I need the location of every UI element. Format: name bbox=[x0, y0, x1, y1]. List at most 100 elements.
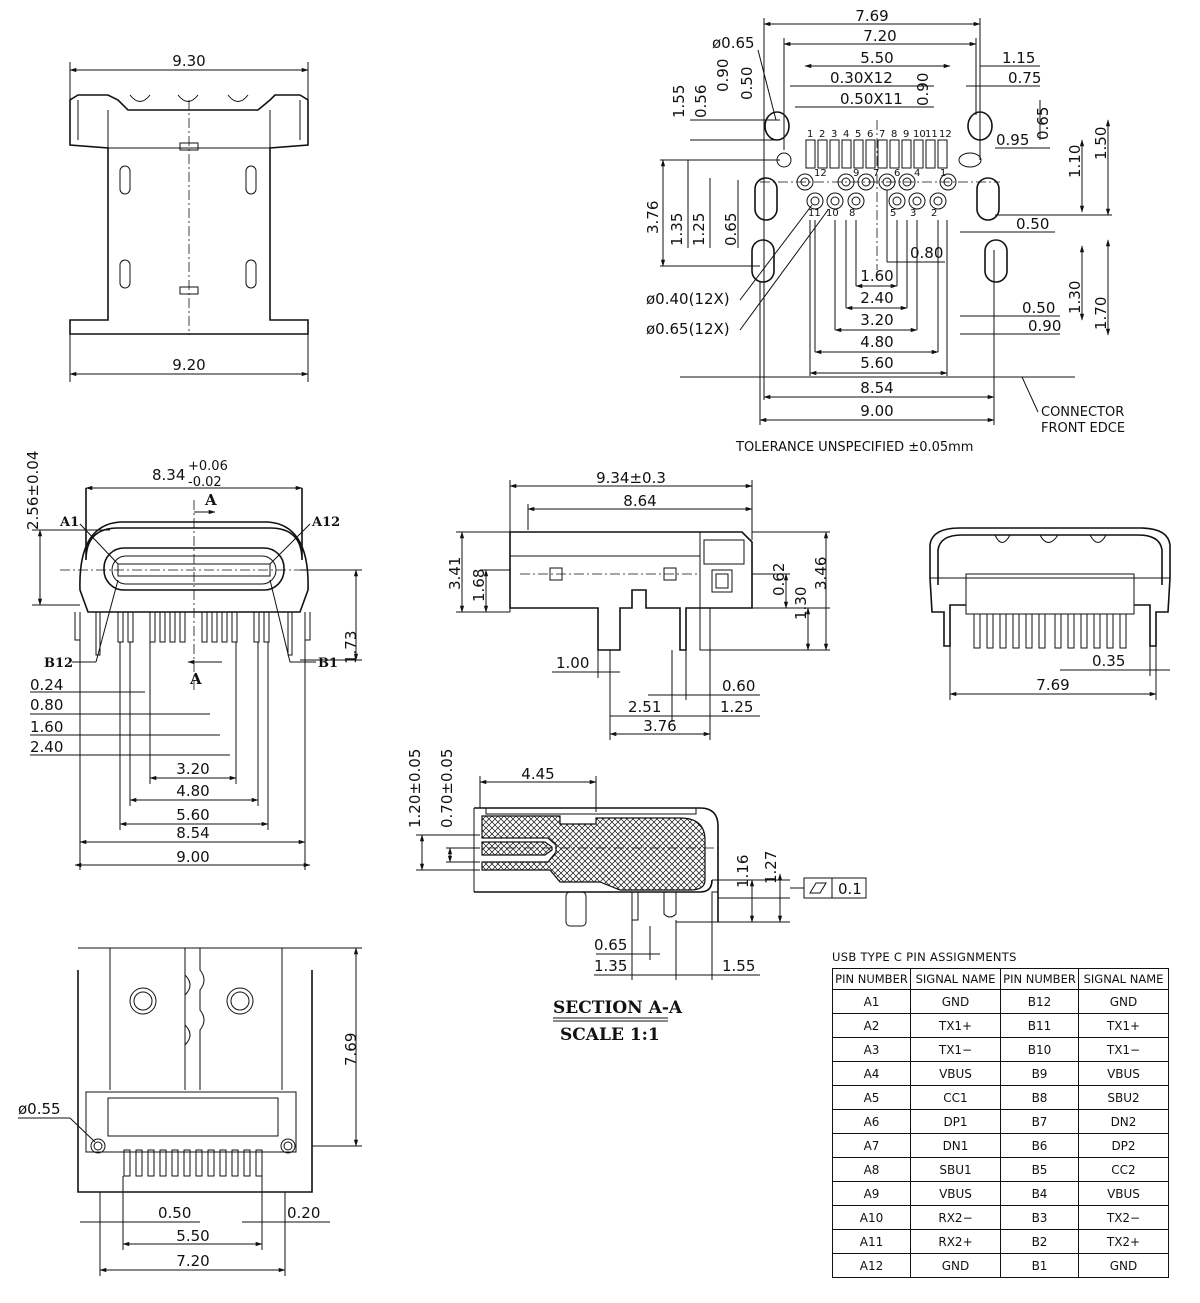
fp-dim-050x11: 0.50X11 bbox=[840, 90, 903, 108]
table-cell: VBUS bbox=[1078, 1181, 1169, 1206]
front-width: 8.34 bbox=[152, 466, 185, 484]
width-top-label: 9.30 bbox=[172, 52, 205, 70]
side-dim-060: 0.60 bbox=[722, 677, 755, 695]
table-cell: DP2 bbox=[1078, 1133, 1169, 1158]
side-dim-864: 8.64 bbox=[623, 492, 656, 510]
pad-num-8: 8 bbox=[891, 129, 897, 140]
table-cell: SBU1 bbox=[910, 1157, 1001, 1182]
fp-dim-150: 1.50 bbox=[1092, 127, 1110, 160]
hole-num-8: 8 bbox=[849, 208, 855, 219]
fp-dim-050-b: 0.50 bbox=[1022, 299, 1055, 317]
section-scale: SCALE 1:1 bbox=[560, 1025, 660, 1045]
rear-dim-035: 0.35 bbox=[1092, 652, 1125, 670]
table-cell: B4 bbox=[1000, 1181, 1079, 1206]
pad-num-4: 4 bbox=[843, 129, 849, 140]
table-cell: A8 bbox=[832, 1157, 911, 1182]
pad-num-10: 10 bbox=[913, 129, 926, 140]
fp-dim-720: 7.20 bbox=[863, 27, 896, 45]
pin-label-b1: B1 bbox=[318, 656, 338, 671]
fp-dim-065-l: 0.65 bbox=[722, 213, 740, 246]
fp-dim-155: 1.55 bbox=[670, 85, 688, 118]
front-dim-560: 5.60 bbox=[176, 806, 209, 824]
table-cell: SBU2 bbox=[1078, 1085, 1169, 1110]
sec-dim-070: 0.70±0.05 bbox=[438, 749, 456, 828]
hole-num-10: 10 bbox=[826, 208, 839, 219]
table-cell: RX2− bbox=[910, 1205, 1001, 1230]
fp-dim-560: 5.60 bbox=[860, 354, 893, 372]
table-cell: DN1 bbox=[910, 1133, 1001, 1158]
side-dim-251: 2.51 bbox=[628, 698, 661, 716]
connector-label-2: FRONT EDCE bbox=[1041, 421, 1125, 436]
fp-dim-095: 0.95 bbox=[996, 131, 1029, 149]
side-dim-062: 0.62 bbox=[770, 563, 788, 596]
table-cell: RX2+ bbox=[910, 1229, 1001, 1254]
fp-dim-240: 2.40 bbox=[860, 289, 893, 307]
table-cell: B7 bbox=[1000, 1109, 1079, 1134]
sec-dim-127: 1.27 bbox=[762, 851, 780, 884]
fp-dim-769: 7.69 bbox=[855, 7, 888, 25]
table-cell: B3 bbox=[1000, 1205, 1079, 1230]
front-view: 8.34 +0.06 -0.02 2.56±0.04 A 1.73 bbox=[24, 451, 362, 870]
table-cell: A10 bbox=[832, 1205, 911, 1230]
table-cell: GND bbox=[910, 1253, 1001, 1278]
table-cell: A9 bbox=[832, 1181, 911, 1206]
pin-table-header-row: PIN NUMBER SIGNAL NAME PIN NUMBER SIGNAL… bbox=[832, 968, 1169, 990]
sec-dim-135: 1.35 bbox=[594, 957, 627, 975]
hole-label-040: ø0.40(12X) bbox=[646, 290, 730, 308]
fp-dim-dia065: ø0.65 bbox=[712, 34, 755, 52]
table-cell: A5 bbox=[832, 1085, 911, 1110]
bottom-dim-720: 7.20 bbox=[176, 1252, 209, 1270]
table-cell: B8 bbox=[1000, 1085, 1079, 1110]
table-cell: A3 bbox=[832, 1037, 911, 1062]
fp-dim-080: 0.80 bbox=[910, 244, 943, 262]
table-cell: B11 bbox=[1000, 1013, 1079, 1038]
table-cell: TX1+ bbox=[1078, 1013, 1169, 1038]
front-height: 2.56±0.04 bbox=[24, 451, 42, 530]
tolerance-note: TOLERANCE UNSPECIFIED ±0.05mm bbox=[735, 440, 973, 455]
fp-dim-030x12: 0.30X12 bbox=[830, 69, 893, 87]
side-dim-934: 9.34±0.3 bbox=[596, 469, 666, 487]
pin-label-a12: A12 bbox=[311, 515, 340, 530]
bottom-dim-550: 5.50 bbox=[176, 1227, 209, 1245]
header-signal-name-a: SIGNAL NAME bbox=[910, 968, 1001, 990]
side-dim-376: 3.76 bbox=[643, 717, 676, 735]
table-cell: DP1 bbox=[910, 1109, 1001, 1134]
table-cell: B12 bbox=[1000, 989, 1079, 1014]
bottom-pins bbox=[123, 1149, 263, 1177]
pad-num-1: 1 bbox=[807, 129, 813, 140]
fp-dim-480: 4.80 bbox=[860, 333, 893, 351]
table-cell: VBUS bbox=[910, 1061, 1001, 1086]
table-cell: CC2 bbox=[1078, 1157, 1169, 1182]
fp-dim-056: 0.56 bbox=[692, 85, 710, 118]
pad-num-9: 9 bbox=[903, 129, 909, 140]
side-dim-168: 1.68 bbox=[470, 569, 488, 602]
sec-dim-065: 0.65 bbox=[594, 936, 627, 954]
side-dim-100: 1.00 bbox=[556, 654, 589, 672]
sec-dim-445: 4.45 bbox=[521, 765, 554, 783]
table-cell: VBUS bbox=[1078, 1061, 1169, 1086]
front-width-tol-minus: -0.02 bbox=[188, 475, 222, 490]
table-cell: GND bbox=[1078, 989, 1169, 1014]
table-cell: GND bbox=[1078, 1253, 1169, 1278]
fp-dim-075: 0.75 bbox=[1008, 69, 1041, 87]
hole-num-12: 12 bbox=[814, 168, 827, 179]
fp-dim-125: 1.25 bbox=[690, 213, 708, 246]
table-cell: B9 bbox=[1000, 1061, 1079, 1086]
smd-pads bbox=[805, 139, 948, 169]
table-cell: B10 bbox=[1000, 1037, 1079, 1062]
table-cell: DN2 bbox=[1078, 1109, 1169, 1134]
fp-dim-090-b: 0.90 bbox=[1028, 317, 1061, 335]
bottom-view: ø0.55 7.69 0.50 0.20 5.50 7.20 bbox=[18, 947, 362, 1276]
top-left-view: 9.30 9.20 bbox=[69, 52, 309, 382]
